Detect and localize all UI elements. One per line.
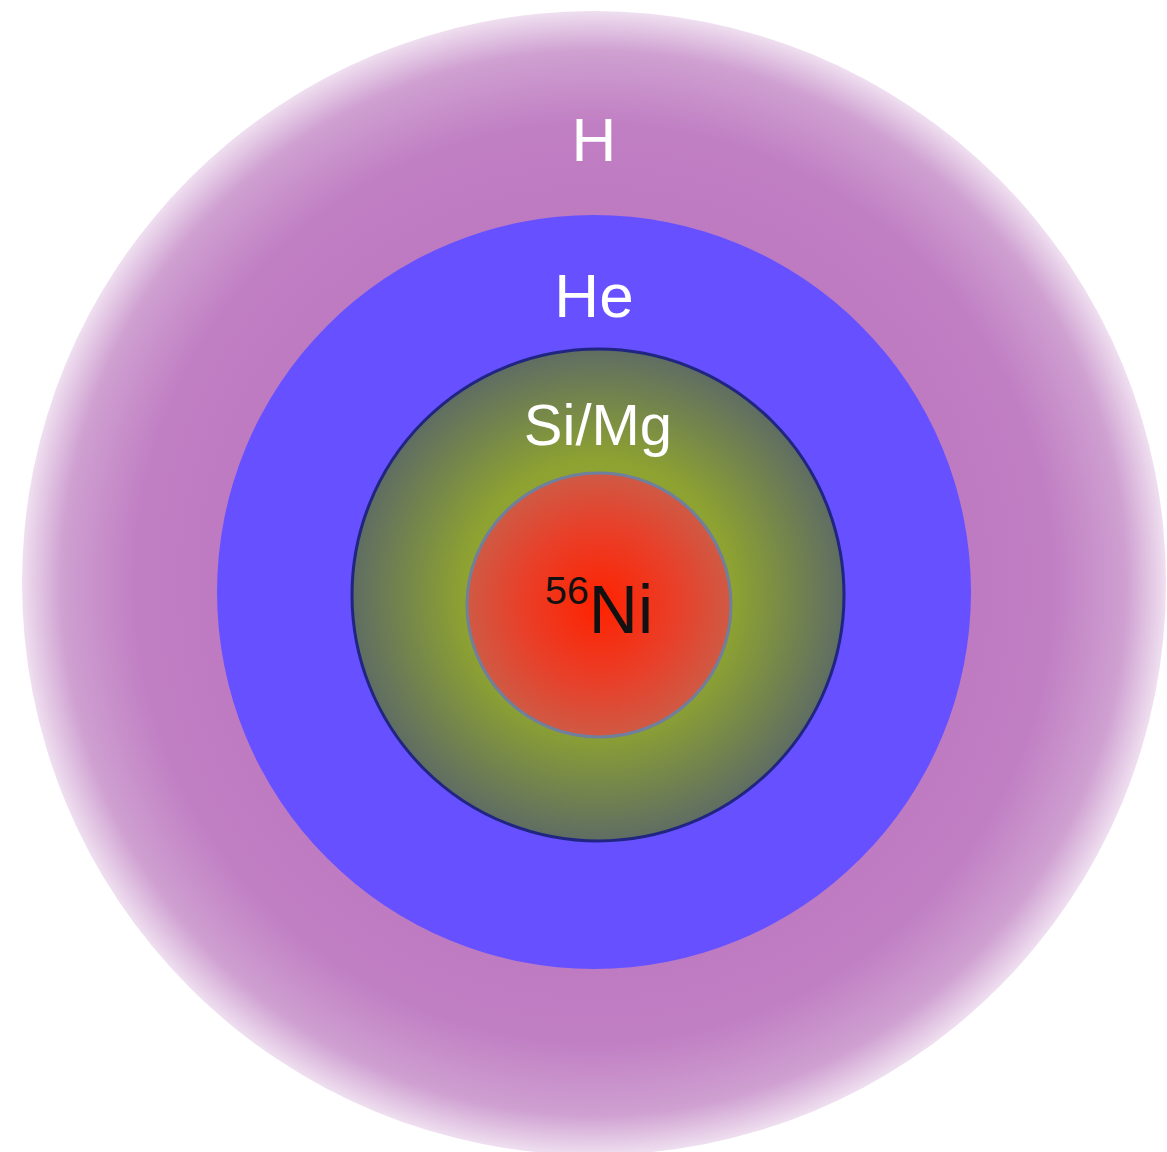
layer-label: He [217,265,971,327]
nickel-core-circle [467,473,731,737]
hydrogen-shell-circle [22,11,1166,1152]
layer-label: Si/Mg [350,396,846,454]
helium-shell-circle [217,215,971,969]
element-symbol: Si/Mg [524,392,672,457]
silicon-magnesium-shell: Si/Mg 56Ni [350,347,846,843]
layer-label: 56Ni [465,571,733,644]
helium-shell: HeSi/Mg 56Ni [217,215,971,969]
mass-number: 56 [545,568,589,612]
layer-label: H [22,109,1166,171]
element-symbol: H [572,105,617,174]
nickel-core: 56Ni [465,471,733,739]
element-symbol: Ni [589,571,653,647]
silicon-magnesium-shell-circle [352,349,844,841]
hydrogen-shell: H HeSi/Mg 56Ni [22,11,1166,1152]
element-symbol: He [554,261,633,330]
